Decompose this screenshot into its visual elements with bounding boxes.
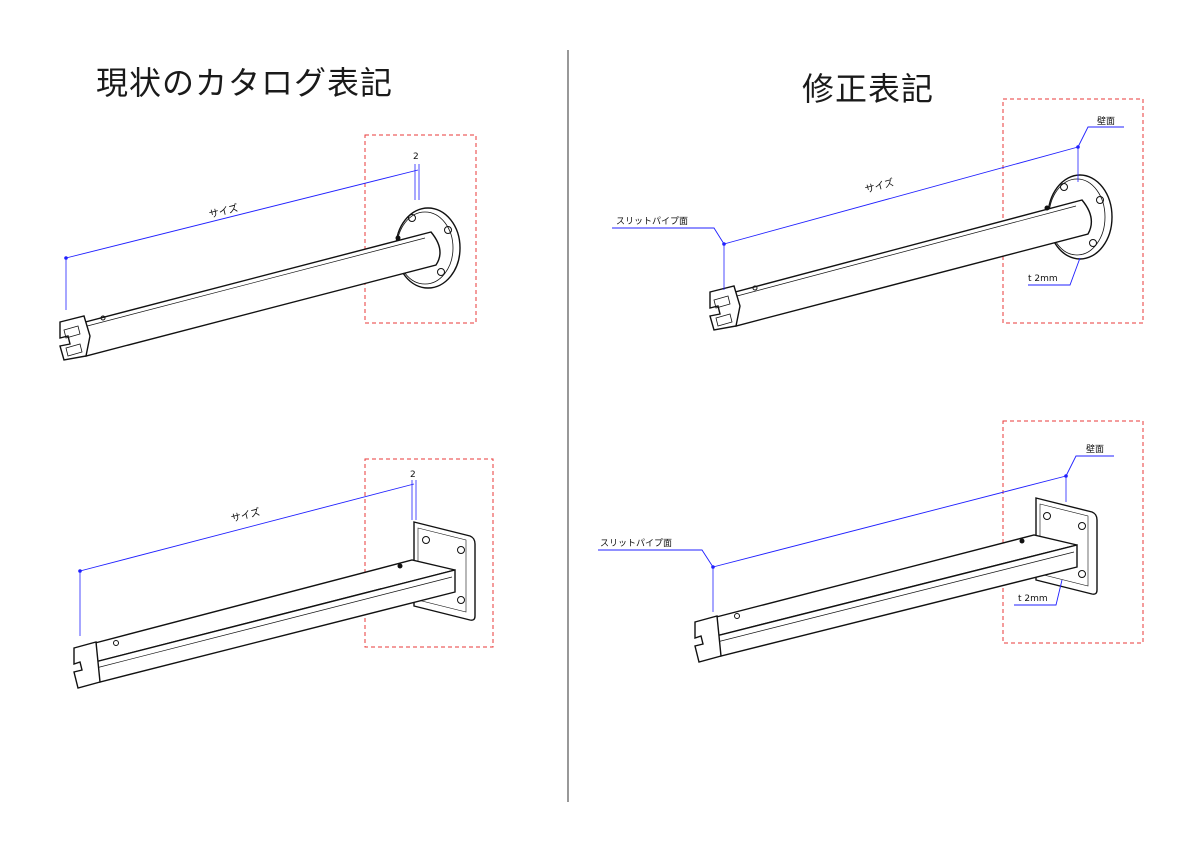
pipe-body xyxy=(68,231,441,357)
two-label: 2 xyxy=(410,470,416,480)
slit-pipe-face-label: スリットパイプ面 xyxy=(600,538,672,549)
square-pipe-body xyxy=(74,559,456,663)
highlight-box xyxy=(1002,420,1144,644)
highlight-box xyxy=(364,458,494,648)
square-bracket-current: サイズ 2 xyxy=(73,458,494,689)
slit-end xyxy=(709,285,741,331)
two-label: 2 xyxy=(413,152,419,162)
slit-end xyxy=(73,641,101,689)
wall-face-label: 壁面 xyxy=(1086,443,1104,455)
size-label: サイズ xyxy=(863,176,895,196)
square-bracket-revised: 壁面 スリットパイプ面 t 2mm xyxy=(598,420,1144,663)
slit-pipe-face-label: スリットパイプ面 xyxy=(616,216,688,227)
size-label: サイズ xyxy=(230,505,262,525)
title-revised: 修正表記 xyxy=(802,70,935,108)
thickness-label: t 2mm xyxy=(1018,594,1048,604)
slit-end xyxy=(694,615,722,663)
round-bracket-revised: サイズ 壁面 スリットパイプ面 t 2mm xyxy=(612,98,1144,331)
thickness-label: t 2mm xyxy=(1028,274,1058,284)
highlight-box xyxy=(1002,98,1144,324)
wall-face-label: 壁面 xyxy=(1097,115,1115,127)
size-label: サイズ xyxy=(208,201,240,221)
round-bracket-current: サイズ 2 xyxy=(59,134,477,361)
pipe-body xyxy=(718,199,1093,327)
highlight-box xyxy=(364,134,477,324)
title-current-catalog: 現状のカタログ表記 xyxy=(96,64,394,102)
square-pipe-body xyxy=(695,534,1078,637)
slit-end xyxy=(59,315,91,361)
